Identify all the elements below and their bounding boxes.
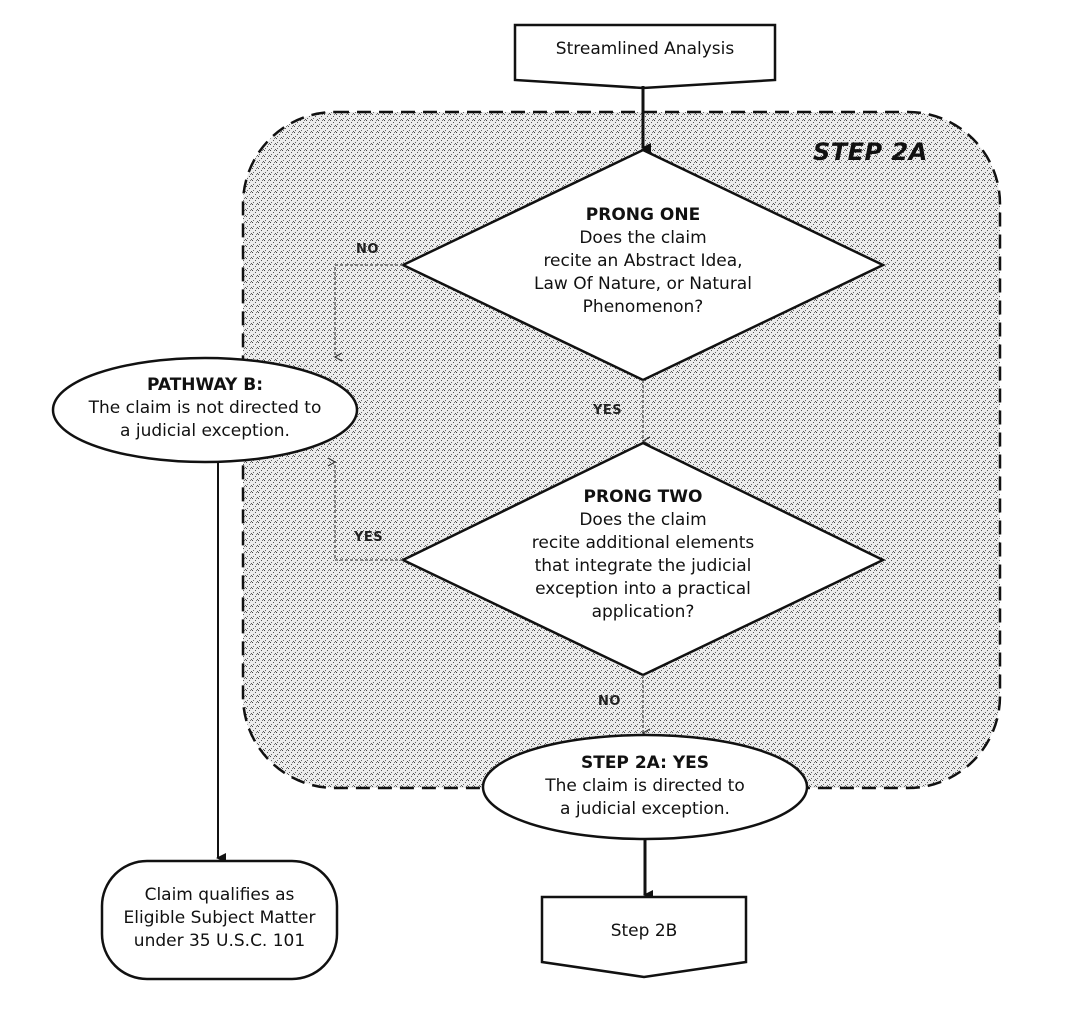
start-node: Streamlined Analysis	[515, 38, 775, 61]
step2b-node: Step 2B	[542, 920, 746, 943]
eligible-node: Claim qualifies as Eligible Subject Matt…	[102, 884, 337, 953]
prong-two-title: PRONG TWO	[583, 487, 703, 507]
arrow-prong-two-yes	[335, 462, 403, 561]
prong-one-line: Phenomenon?	[582, 297, 704, 317]
pathway-b-line: The claim is not directed to	[88, 398, 322, 418]
prong-one-node: PRONG ONE Does the claim recite an Abstr…	[483, 204, 803, 319]
eligible-line: Eligible Subject Matter	[123, 908, 316, 928]
prong-one-line: Law Of Nature, or Natural	[534, 274, 752, 294]
eligible-line: under 35 U.S.C. 101	[133, 931, 306, 951]
prong-two-node: PRONG TWO Does the claim recite addition…	[483, 486, 803, 624]
prong-two-line: that integrate the judicial	[534, 556, 752, 576]
prong-one-line: recite an Abstract Idea,	[543, 251, 743, 271]
edge-label-prong-two-no: NO	[598, 694, 621, 709]
step2a-yes-node: STEP 2A: YES The claim is directed to a …	[495, 752, 795, 821]
prong-two-line: application?	[591, 602, 695, 622]
edge-label-prong-two-yes: YES	[354, 530, 384, 545]
pathway-b-node: PATHWAY B: The claim is not directed to …	[55, 374, 355, 443]
start-node-label: Streamlined Analysis	[555, 39, 735, 59]
pathway-b-line: a judicial exception.	[120, 421, 290, 441]
eligible-line: Claim qualifies as	[144, 885, 295, 905]
step2a-yes-title: STEP 2A: YES	[580, 753, 709, 773]
arrow-prong-one-no	[335, 264, 403, 357]
start-node-shape	[513, 23, 777, 90]
step2a-region-label: STEP 2A	[813, 138, 928, 166]
prong-two-line: exception into a practical	[535, 579, 751, 599]
prong-two-line: Does the claim	[579, 510, 707, 530]
pathway-b-ellipse	[51, 356, 359, 464]
step2b-label: Step 2B	[610, 921, 678, 941]
pathway-b-title: PATHWAY B:	[146, 375, 264, 395]
prong-one-title: PRONG ONE	[585, 205, 701, 225]
eligible-node-shape	[100, 859, 339, 981]
prong-one-line: Does the claim	[579, 228, 707, 248]
step2b-node-shape	[540, 895, 748, 979]
edge-label-prong-one-yes: YES	[593, 403, 623, 418]
prong-two-line: recite additional elements	[531, 533, 755, 553]
edge-label-prong-one-no: NO	[356, 242, 379, 257]
step2a-yes-line: a judicial exception.	[560, 799, 730, 819]
step2a-yes-line: The claim is directed to	[545, 776, 745, 796]
